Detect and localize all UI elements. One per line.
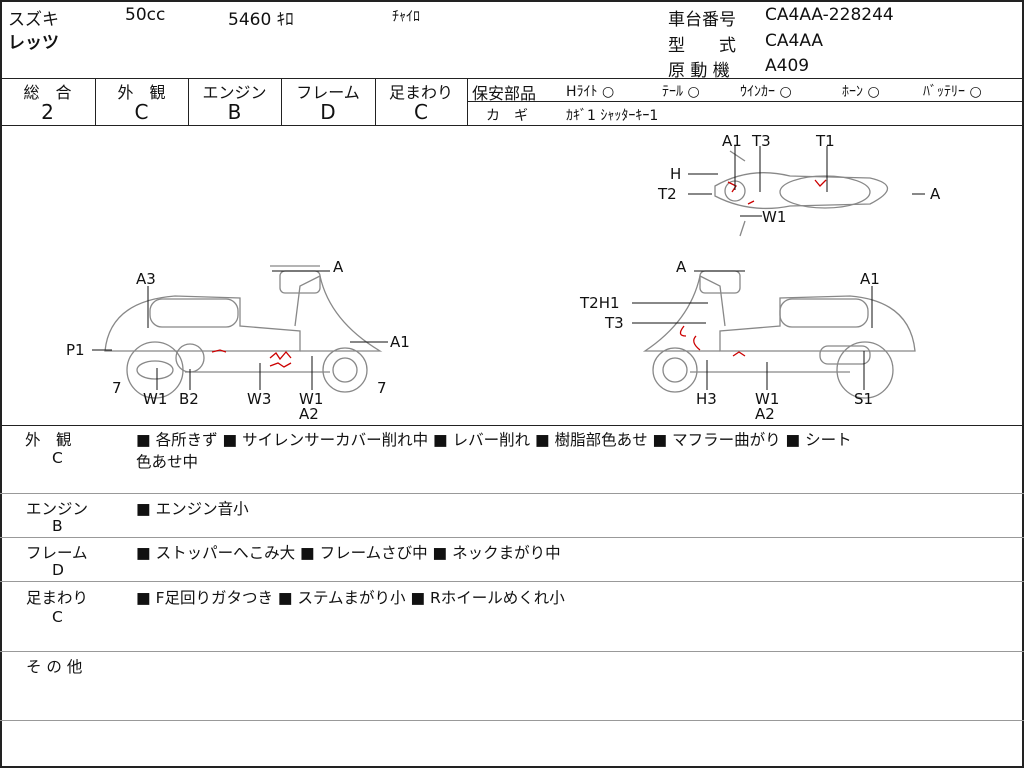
- rating-exterior-value: C: [134, 100, 149, 124]
- label-right-T3: T3: [604, 314, 624, 332]
- label-left-7b: 7: [377, 379, 387, 397]
- comment-exterior-text: ■ 各所きず ■ サイレンサーカバー削れ中 ■ レバー削れ ■ 樹脂部色あせ ■…: [136, 431, 852, 449]
- frame-number-label: 車台番号: [668, 10, 736, 30]
- comment-frame-text: ■ ストッパーへこみ大 ■ フレームさび中 ■ ネックまがり中: [136, 544, 561, 562]
- label-right-A: A: [676, 258, 687, 276]
- label-left-A: A: [333, 258, 344, 276]
- label-top-A: A: [930, 185, 941, 203]
- rating-engine-value: B: [227, 100, 242, 124]
- label-top-A1: A1: [722, 132, 742, 150]
- comment-exterior-text-cont: 色あせ中: [136, 453, 199, 471]
- comment-exterior-grade: C: [52, 449, 63, 467]
- rating-frame-value: D: [320, 100, 336, 124]
- label-top-W1: W1: [762, 208, 786, 226]
- comment-other-category: そ の 他: [26, 658, 83, 676]
- displacement: 50cc: [125, 5, 166, 25]
- safety-battery: ﾊﾞｯﾃﾘｰ ○: [923, 84, 982, 100]
- safety-label: 保安部品: [472, 84, 537, 103]
- model: レッツ: [8, 33, 59, 53]
- label-top-T2: T2: [657, 185, 677, 203]
- label-right-A1: A1: [860, 270, 880, 288]
- engine-value: A409: [765, 56, 810, 76]
- label-top-T3: T3: [751, 132, 771, 150]
- scooter-top-drawing: [714, 150, 889, 237]
- keys-label: カ ギ: [486, 108, 528, 124]
- comment-suspension-category: 足まわり: [26, 589, 89, 607]
- label-right-H3: H3: [696, 390, 717, 408]
- rating-suspension-value: C: [414, 100, 428, 124]
- label-right-A2: A2: [755, 405, 775, 423]
- safety-headlight: Hﾗｲﾄ ○: [566, 84, 615, 100]
- rating-engine-label: エンジン: [202, 83, 267, 102]
- frame-number: CA4AA-228244: [765, 5, 894, 25]
- rating-exterior-label: 外 観: [117, 83, 166, 102]
- label-left-7a: 7: [112, 379, 122, 397]
- scooter-side-right-drawing: [642, 270, 916, 399]
- label-left-B2: B2: [179, 390, 199, 408]
- leader-lines: [92, 146, 925, 390]
- comment-frame-grade: D: [52, 561, 64, 579]
- safety-horn: ﾎｰﾝ ○: [842, 84, 880, 100]
- comment-engine-category: エンジン: [26, 500, 89, 518]
- safety-winker: ｳｲﾝｶｰ ○: [740, 84, 792, 100]
- damage-diagram: A A3 P1 A1 7 7 W1 B2 W3 W1 A2 A A1 T2H1 …: [66, 132, 941, 423]
- label-left-P1: P1: [66, 341, 85, 359]
- label-left-A2: A2: [299, 405, 319, 423]
- engine-label: 原 動 機: [668, 61, 730, 81]
- maker: スズキ: [8, 10, 59, 30]
- label-left-W3: W3: [247, 390, 271, 408]
- damage-marks: [211, 179, 827, 368]
- safety-taillight: ﾃｰﾙ ○: [662, 84, 700, 100]
- comment-engine-grade: B: [52, 517, 63, 535]
- label-left-W1b: W1: [299, 390, 323, 408]
- label-left-A1: A1: [390, 333, 410, 351]
- label-right-W1: W1: [755, 390, 779, 408]
- rating-overall-value: 2: [41, 100, 54, 124]
- scooter-side-left-drawing: [104, 265, 383, 399]
- comment-engine-text: ■ エンジン音小: [136, 500, 249, 518]
- type-value: CA4AA: [765, 31, 824, 51]
- mileage: 5460 ｷﾛ: [228, 10, 294, 30]
- label-right-S1: S1: [854, 390, 873, 408]
- comment-suspension-text: ■ F足回りガタつき ■ ステムまがり小 ■ Rホイールめくれ小: [136, 589, 565, 607]
- comment-suspension-grade: C: [52, 608, 63, 626]
- keys-value: ｶｷﾞ1 ｼｬｯﾀｰｷｰ1: [566, 108, 659, 124]
- color: ﾁｬｲﾛ: [392, 9, 420, 25]
- comment-exterior-category: 外 観: [25, 431, 72, 449]
- label-right-T2H1: T2H1: [579, 294, 620, 312]
- type-label: 型 式: [668, 36, 736, 56]
- label-left-A3: A3: [136, 270, 156, 288]
- rating-suspension-label: 足まわり: [388, 83, 453, 102]
- rating-overall-label: 総 合: [23, 83, 72, 102]
- label-top-T1: T1: [815, 132, 835, 150]
- label-left-W1: W1: [143, 390, 167, 408]
- label-top-H: H: [670, 165, 681, 183]
- rating-frame-label: フレーム: [296, 83, 360, 102]
- comment-frame-category: フレーム: [26, 544, 88, 562]
